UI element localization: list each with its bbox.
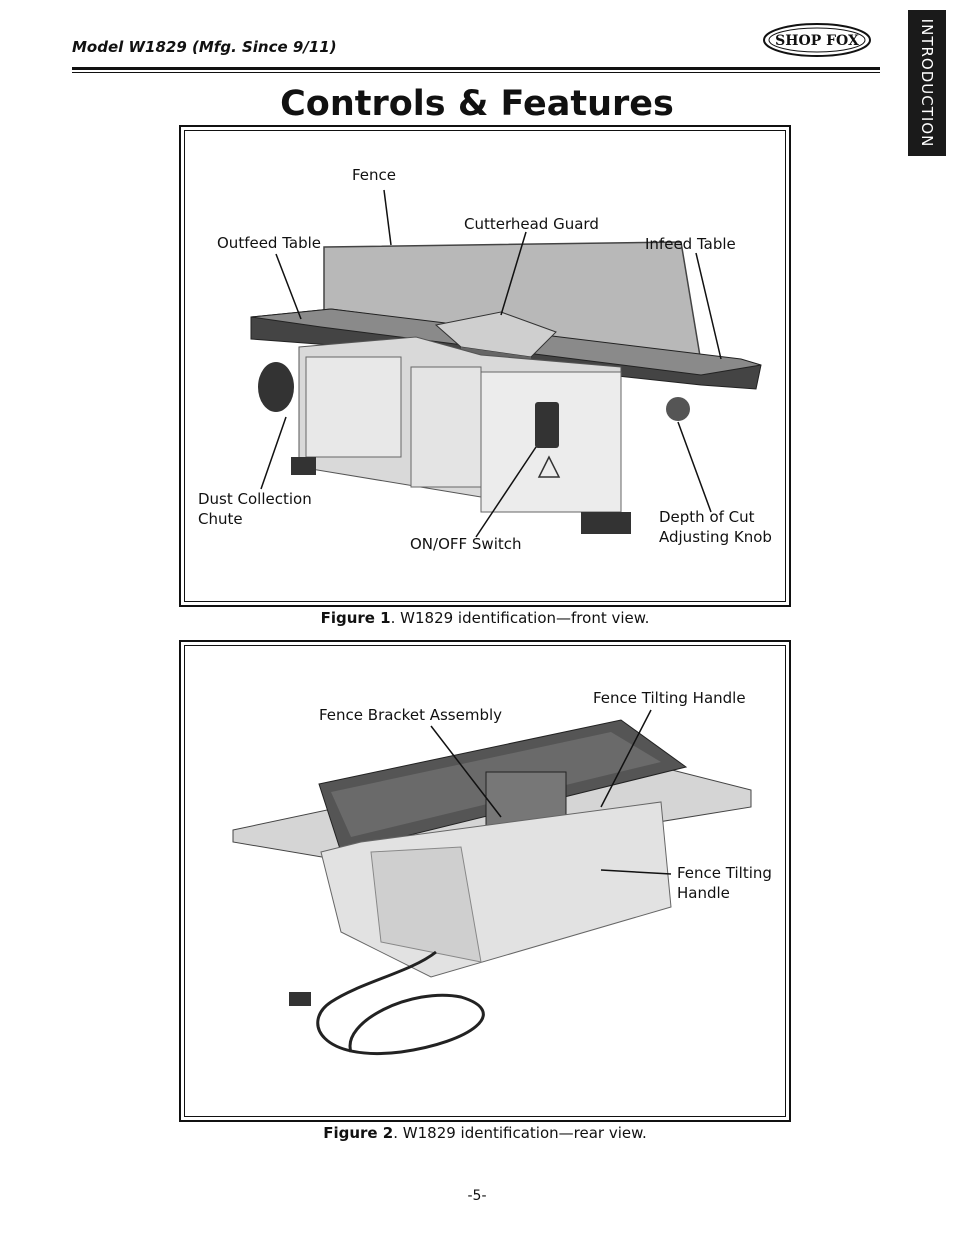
figure-2-caption-bold: Figure 2 xyxy=(323,1124,394,1142)
label-dust-collection-line1: Dust Collection xyxy=(198,490,312,508)
label-depth-knob-line1: Depth of Cut xyxy=(659,508,755,526)
label-infeed-table: Infeed Table xyxy=(645,235,736,253)
label-fence-tilting-handle-line2: Handle xyxy=(677,884,730,902)
label-on-off-switch: ON/OFF Switch xyxy=(410,535,522,553)
label-fence-bracket-assembly: Fence Bracket Assembly xyxy=(319,706,503,724)
label-depth-knob-line2: Adjusting Knob xyxy=(659,528,772,546)
label-fence-tilting-handle-line1: Fence Tilting xyxy=(677,864,772,882)
page-title: Controls & Features xyxy=(280,84,674,124)
section-tab: INTRODUCTION xyxy=(908,10,946,156)
label-fence: Fence xyxy=(352,166,397,184)
figure-2-caption-text: . W1829 identification—rear view. xyxy=(393,1124,647,1142)
shop-fox-logo: SHOP FOX xyxy=(763,23,871,57)
header-rule-thin xyxy=(72,72,880,73)
header-rule xyxy=(72,67,880,70)
label-dust-collection-line2: Chute xyxy=(198,510,243,528)
figure-1-caption: Figure 1. W1829 identification—front vie… xyxy=(180,609,790,627)
jointer-front-view-image xyxy=(250,189,762,538)
label-outfeed-table: Outfeed Table xyxy=(217,234,322,252)
figure-1-caption-bold: Figure 1 xyxy=(320,609,391,627)
figure-2-caption: Figure 2. W1829 identification—rear view… xyxy=(180,1124,790,1142)
figure-1-caption-text: . W1829 identification—front view. xyxy=(390,609,650,627)
jointer-rear-view-image xyxy=(232,709,752,1055)
section-tab-label: INTRODUCTION xyxy=(918,18,936,148)
header-model-text: Model W1829 (Mfg. Since 9/11) xyxy=(72,38,337,56)
label-cutterhead-guard: Cutterhead Guard xyxy=(464,215,599,233)
svg-text:SHOP FOX: SHOP FOX xyxy=(775,33,859,49)
page-number: -5- xyxy=(467,1188,487,1204)
label-fence-tilting-handle-top: Fence Tilting Handle xyxy=(593,689,746,707)
